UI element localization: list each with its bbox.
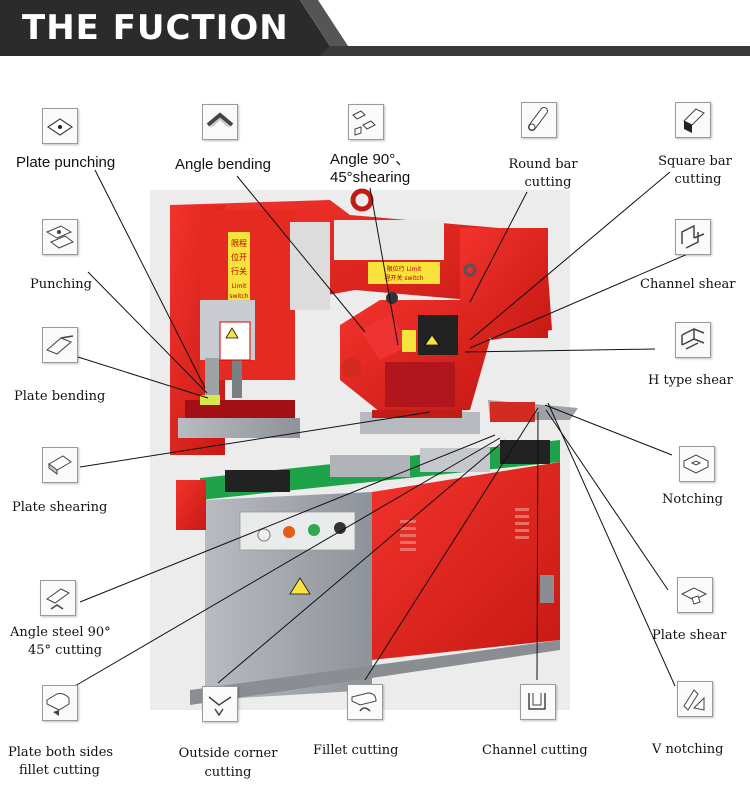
label-outside-corner-line1: Outside corner [178,746,278,761]
label-outside-corner-line2: cutting [204,765,252,780]
sign-left-line4: Limit [232,283,248,290]
sign-left-line2: 位开 [231,252,247,262]
fillet-icon [347,684,383,720]
plate-shearing-icon [42,447,78,483]
label-angle-steel-line1: Angle steel 90° [10,625,111,640]
label-v-notching: V notching [652,742,724,757]
angle-bending-icon [202,104,238,140]
punching-icon [42,219,78,255]
label-plate-fillet-line2: fillet cutting [19,763,100,778]
sign-left-line1: 限程 [231,239,247,248]
sign-left-line5: switch [229,293,248,300]
outside-corner-icon [202,686,238,722]
label-plate-shear: Plate shear [652,628,727,643]
label-h-type-shear: H type shear [648,373,733,388]
label-round-bar-line1: Round bar [508,157,578,172]
label-angle-bending: Angle bending [175,156,271,173]
header-band: THE FUCTION [0,0,750,56]
label-round-bar-line2: cutting [524,175,572,190]
label-angle-shearing-line2: 45°shearing [330,169,411,186]
label-square-bar-line1: Square bar [658,154,732,169]
header-background [0,0,750,56]
v-notching-icon [677,681,713,717]
sign-left-line3: 行关 [231,266,247,276]
sign-top-line1: 限位行 Limit [387,265,422,273]
label-angle-steel-line2: 45° cutting [28,643,103,658]
label-plate-punching: Plate punching [16,154,116,171]
label-square-bar-line2: cutting [674,172,722,187]
round-bar-icon [521,102,557,138]
label-punching: Punching [30,277,92,292]
plate-bending-icon [42,327,78,363]
label-fillet-cutting: Fillet cutting [313,743,399,758]
plate-shear-icon [677,577,713,613]
square-bar-icon [675,102,711,138]
angle-shearing-icon [348,104,384,140]
plate-punching-icon [42,108,78,144]
plate-fillet-icon [42,685,78,721]
channel-shear-icon [675,219,711,255]
label-angle-shearing-line1: Angle 90°、 [330,151,411,168]
sign-top-line2: 程开关 switch [384,274,423,282]
label-plate-shearing: Plate shearing [12,500,108,515]
label-channel-shear: Channel shear [640,277,736,292]
h-type-shear-icon [675,322,711,358]
page-title: THE FUCTION [22,8,289,48]
label-plate-bending: Plate bending [14,389,106,404]
label-channel-cutting: Channel cutting [482,743,588,758]
label-plate-fillet-line1: Plate both sides [8,745,114,760]
notching-icon [679,446,715,482]
label-notching: Notching [662,492,723,507]
channel-cutting-icon [520,684,556,720]
angle-steel-icon [40,580,76,616]
